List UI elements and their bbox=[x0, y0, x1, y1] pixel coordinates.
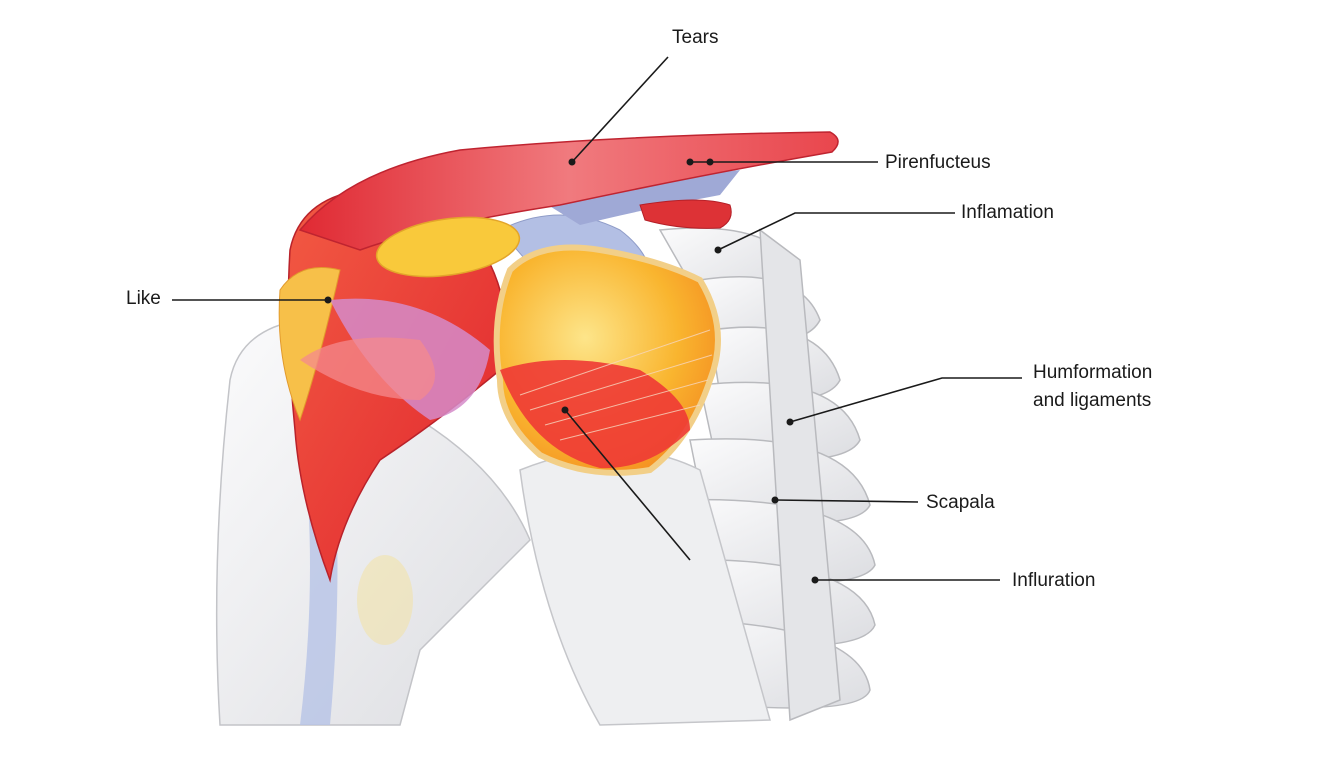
leader-tears bbox=[571, 56, 669, 163]
label-humformation: Humformation and ligaments bbox=[1033, 359, 1152, 415]
label-tears: Tears bbox=[672, 27, 719, 48]
yellow-tendon bbox=[375, 216, 521, 278]
label-humformation-line2: and ligaments bbox=[1033, 390, 1152, 411]
label-pirenfucteus: Pirenfucteus bbox=[885, 152, 991, 173]
label-like: Like bbox=[126, 288, 161, 309]
leader-lines bbox=[172, 56, 1022, 581]
leader-dots bbox=[324, 158, 819, 584]
label-humformation-line1: Humformation bbox=[1033, 362, 1153, 383]
label-inflamation: Inflamation bbox=[961, 202, 1054, 223]
leader-lower bbox=[564, 409, 691, 561]
label-scapala: Scapala bbox=[926, 492, 995, 513]
leader-scapala bbox=[774, 499, 919, 503]
leader-inflamation bbox=[717, 212, 955, 251]
leader-humformation bbox=[789, 377, 1022, 423]
label-influration: Influration bbox=[1012, 570, 1096, 591]
